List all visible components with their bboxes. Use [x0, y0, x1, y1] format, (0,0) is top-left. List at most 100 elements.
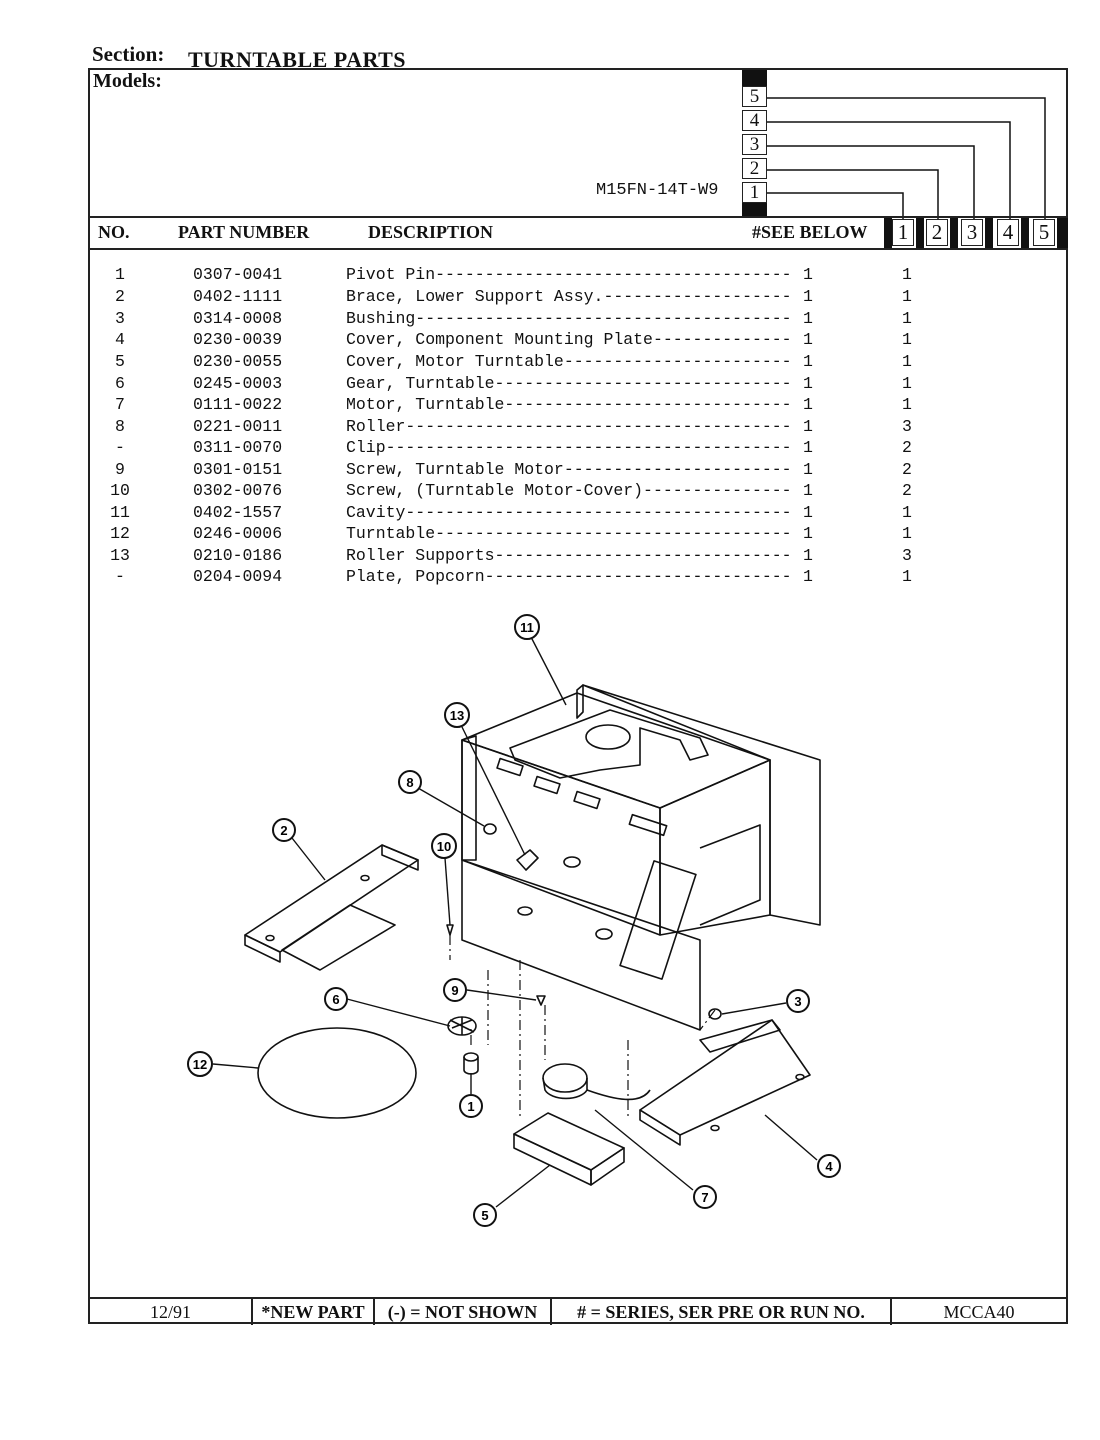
table-row: - 0204-0094 Plate, Popcorn--------------…	[0, 567, 1100, 589]
part-no: 13	[110, 546, 130, 565]
part-number: 0301-0151	[193, 460, 283, 479]
column-separator	[1057, 218, 1068, 248]
table-row: 12 0246-0006 Turntable------------------…	[0, 524, 1100, 546]
exploded-parts-diagram: 11 13 8 2 10 9 3 6 12 1 4 7 5	[187, 614, 841, 1227]
callout-label: 1	[467, 1099, 474, 1114]
callout-10: 10	[431, 833, 457, 859]
gear-drawing	[447, 1016, 477, 1036]
part-description: Plate, Popcorn--------------------------…	[346, 567, 792, 586]
column-separator	[1021, 218, 1029, 248]
callout-9: 9	[443, 978, 467, 1002]
roller-drawing	[483, 823, 497, 835]
part-number: 0314-0008	[193, 309, 283, 328]
part-qty-model-1: 3	[902, 417, 912, 436]
model-box-5: 5	[742, 86, 767, 107]
model-name: M15FN-14T-W9	[596, 181, 719, 200]
part-number: 0402-1111	[193, 287, 283, 306]
part-number: 0210-0186	[193, 546, 283, 565]
part-description: Roller Supports-------------------------…	[346, 546, 792, 565]
part-qty-series: 1	[803, 330, 813, 349]
callout-13: 13	[444, 702, 470, 728]
model-box-3: 3	[742, 134, 767, 155]
part-qty-series: 1	[803, 524, 813, 543]
column-box-5: 5	[1033, 219, 1055, 246]
brace-drawing	[244, 844, 419, 971]
roller-support-drawing	[516, 849, 539, 871]
callout-11: 11	[514, 614, 540, 640]
part-qty-series: 1	[803, 438, 813, 457]
part-number: 0204-0094	[193, 567, 283, 586]
header-no: NO.	[98, 222, 130, 242]
table-row: 8 0221-0011 Roller----------------------…	[0, 417, 1100, 439]
column-separator	[985, 218, 993, 248]
page-frame	[88, 68, 1068, 1324]
table-row: 13 0210-0186 Roller Supports------------…	[0, 546, 1100, 568]
part-number: 0221-0011	[193, 417, 283, 436]
part-number: 0230-0039	[193, 330, 283, 349]
model-box-4: 4	[742, 110, 767, 131]
screw-drawing	[446, 924, 454, 936]
callout-3: 3	[786, 989, 810, 1013]
callout-label: 4	[825, 1159, 833, 1174]
part-no: 4	[115, 330, 125, 349]
callout-label: 9	[451, 983, 458, 998]
part-description: Bushing---------------------------------…	[346, 309, 792, 328]
part-qty-series: 1	[803, 287, 813, 306]
model-connector-lines	[767, 97, 1046, 219]
callout-5: 5	[473, 1203, 497, 1227]
bushing-drawing	[708, 1008, 722, 1020]
column-separator	[884, 218, 892, 248]
part-no: 7	[115, 395, 125, 414]
table-row: 6 0245-0003 Gear, Turntable-------------…	[0, 374, 1100, 396]
table-row: 11 0402-1557 Cavity---------------------…	[0, 503, 1100, 525]
footer-divider	[373, 1297, 375, 1325]
footer-divider	[550, 1297, 552, 1325]
model-box-2: 2	[742, 158, 767, 179]
part-description: Roller----------------------------------…	[346, 417, 792, 436]
callout-4: 4	[817, 1154, 841, 1178]
part-no: -	[115, 567, 125, 586]
callout-1: 1	[459, 1094, 483, 1118]
model-box-1: 1	[742, 182, 767, 203]
callout-label: 2	[280, 823, 287, 838]
part-qty-model-1: 1	[902, 287, 912, 306]
column-header-row	[88, 216, 1068, 250]
section-title: TURNTABLE PARTS	[188, 47, 407, 72]
part-qty-model-1: 3	[902, 546, 912, 565]
part-qty-series: 1	[803, 481, 813, 500]
part-no: 6	[115, 374, 125, 393]
part-description: Cover, Motor Turntable------------------…	[346, 352, 792, 371]
part-qty-model-1: 2	[902, 460, 912, 479]
part-number: 0245-0003	[193, 374, 283, 393]
part-qty-series: 1	[803, 265, 813, 284]
turntable-drawing	[257, 1027, 417, 1119]
part-qty-series: 1	[803, 395, 813, 414]
part-qty-series: 1	[803, 374, 813, 393]
part-qty-model-1: 1	[902, 352, 912, 371]
footer-divider	[890, 1297, 892, 1325]
guide-lines	[449, 935, 716, 1120]
part-number: 0307-0041	[193, 265, 283, 284]
part-no: 12	[110, 524, 130, 543]
part-qty-model-1: 1	[902, 503, 912, 522]
callout-12: 12	[187, 1051, 213, 1077]
part-no: 10	[110, 481, 130, 500]
footer-new-part: *NEW PART	[261, 1302, 365, 1322]
callout-label: 11	[520, 620, 534, 635]
part-qty-model-1: 1	[902, 395, 912, 414]
part-qty-series: 1	[803, 352, 813, 371]
part-no: -	[115, 438, 125, 457]
part-qty-model-1: 1	[902, 265, 912, 284]
part-no: 9	[115, 460, 125, 479]
part-description: Clip------------------------------------…	[346, 438, 792, 457]
part-no: 11	[110, 503, 130, 522]
part-description: Turntable-------------------------------…	[346, 524, 792, 543]
part-qty-series: 1	[803, 309, 813, 328]
callout-2: 2	[272, 818, 296, 842]
part-number: 0311-0070	[193, 438, 283, 457]
table-row: 10 0302-0076 Screw, (Turntable Motor-Cov…	[0, 481, 1100, 503]
model-stack-cap-top	[742, 70, 767, 86]
part-qty-model-1: 2	[902, 438, 912, 457]
part-qty-model-1: 1	[902, 374, 912, 393]
footer-bar	[88, 1297, 1068, 1325]
